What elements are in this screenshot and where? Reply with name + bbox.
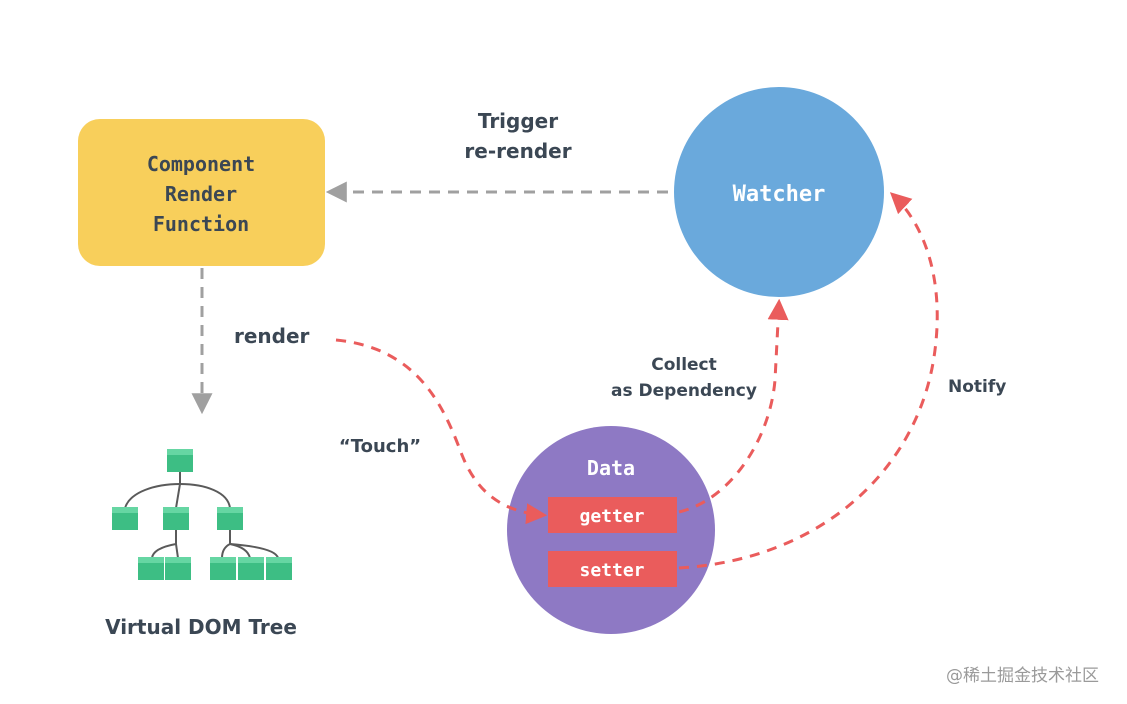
watcher-label: Watcher <box>733 182 826 207</box>
render-down-edge: render <box>191 268 310 415</box>
trigger-label-line-1: Trigger <box>478 109 558 133</box>
collect-label-line-2: as Dependency <box>611 381 757 401</box>
tree-node-l2-a <box>138 557 164 580</box>
tree-node-l2-d <box>238 557 264 580</box>
tree-node-l2-c <box>210 557 236 580</box>
tree-node-root <box>167 449 193 472</box>
collect-dependency-edge: Collect as Dependency <box>611 298 789 514</box>
tree-node-l1-b <box>163 507 189 530</box>
tree-node-l2-e <box>266 557 292 580</box>
touch-edge: “Touch” <box>335 338 548 525</box>
component-render-function-node: Component Render Function <box>78 119 325 266</box>
data-node: Data getter setter <box>507 426 715 634</box>
tree-nodes <box>112 449 292 580</box>
virtual-dom-tree: Virtual DOM Tree <box>105 449 297 639</box>
component-label-line-2: Render <box>165 182 237 206</box>
trigger-rerender-edge: Trigger re-render <box>325 109 668 203</box>
notify-edge: Notify <box>678 192 1006 570</box>
notify-arrow <box>678 192 939 570</box>
setter-label: setter <box>579 560 644 581</box>
getter-label: getter <box>579 506 644 527</box>
touch-arrow <box>335 338 548 525</box>
watermark: @稀土掘金技术社区 <box>946 666 1099 686</box>
tree-node-l1-c <box>217 507 243 530</box>
tree-node-l1-a <box>112 507 138 530</box>
collect-label-line-1: Collect <box>651 355 717 375</box>
component-label-line-3: Function <box>153 212 249 236</box>
watcher-node: Watcher <box>674 87 884 297</box>
tree-node-l2-b <box>165 557 191 580</box>
data-label: Data <box>587 456 635 480</box>
trigger-label-line-2: re-render <box>464 139 571 163</box>
render-label: render <box>234 324 310 348</box>
component-label-line-1: Component <box>147 152 255 176</box>
setter-pill: setter <box>548 551 677 587</box>
touch-label: “Touch” <box>339 436 421 457</box>
tree-edges <box>124 472 279 559</box>
getter-pill: getter <box>548 497 677 533</box>
notify-label: Notify <box>948 377 1006 397</box>
collect-arrow <box>678 298 789 514</box>
vdom-label: Virtual DOM Tree <box>105 615 297 639</box>
